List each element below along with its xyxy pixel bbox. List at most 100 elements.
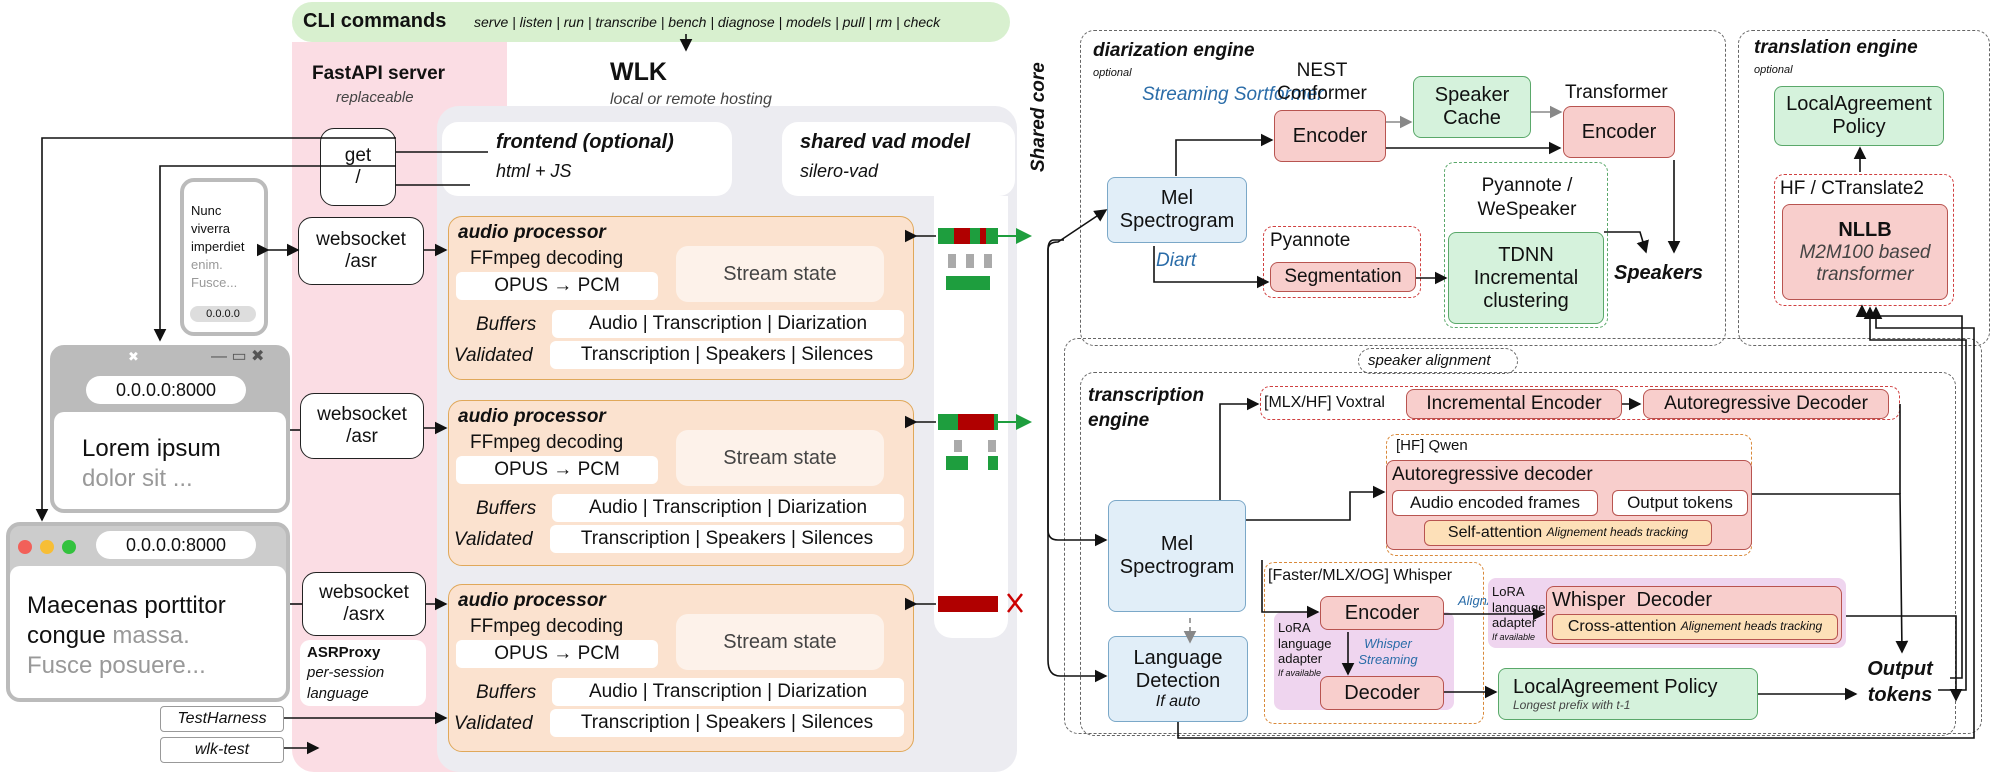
- cli-bar: [292, 2, 1010, 42]
- trans-mel-spectrogram: Mel Spectrogram: [1108, 500, 1246, 612]
- phone-line-4: enim.: [191, 257, 223, 272]
- phone-line-5: Fusce...: [191, 275, 238, 290]
- wlk-subtitle: local or remote hosting: [610, 91, 772, 108]
- vad-column: [934, 196, 1008, 638]
- window2-max-dot[interactable]: [62, 540, 76, 554]
- window2-line-2: congue massa.: [27, 622, 190, 649]
- audio-processor-2-title: audio processor: [458, 406, 606, 427]
- phone-address-bar[interactable]: 0.0.0.0: [190, 306, 256, 322]
- diarization-title: diarization engine: [1093, 40, 1255, 61]
- window2-line-1: Maecenas porttitor: [27, 592, 226, 619]
- server-subtitle: replaceable: [336, 89, 414, 106]
- audio-processor-2-buffers-label: Buffers: [476, 498, 537, 519]
- language-detection: Language Detection If auto: [1108, 636, 1248, 722]
- audio-processor-3-buffers-label: Buffers: [476, 682, 537, 703]
- if-auto-label: If auto: [1155, 692, 1201, 710]
- transformer-encoder: Encoder: [1563, 106, 1675, 158]
- audio-processor-1-ffmpeg: FFmpeg decoding: [470, 248, 624, 269]
- test-harness-label[interactable]: TestHarness: [160, 706, 284, 732]
- audio-processor-1-stream-state: Stream state: [676, 246, 884, 302]
- audio-processor-2-buffers-value: Audio | Transcription | Diarization: [552, 494, 904, 522]
- websocket-asr-endpoint-2[interactable]: websocket /asr: [300, 393, 424, 459]
- phone-line-3: imperdiet: [191, 239, 245, 254]
- phone-line-2: viverra: [191, 221, 231, 236]
- window2-content: [10, 566, 286, 698]
- window2-line-3: Fusce posuere...: [27, 652, 206, 679]
- server-title: FastAPI server: [312, 63, 446, 84]
- pyannote-wespeaker-label: Pyannote / WeSpeaker: [1477, 175, 1577, 220]
- asrproxy-line1: per-session: [307, 664, 385, 681]
- wlk-test-label[interactable]: wlk-test: [160, 737, 284, 763]
- transformer-label: Transformer: [1565, 82, 1668, 103]
- audio-processor-2-validated-label: Validated: [454, 529, 533, 550]
- window1-close-tab-icon[interactable]: ✖: [128, 349, 139, 364]
- window1-address-bar[interactable]: 0.0.0.0:8000: [86, 376, 246, 404]
- speakers-label: Speakers: [1614, 262, 1703, 284]
- trans-local-agreement-title: LocalAgreement Policy: [1513, 675, 1718, 698]
- incremental-encoder: Incremental Encoder: [1406, 389, 1622, 419]
- whisper-encoder: Encoder: [1320, 596, 1444, 630]
- audio-processor-3-opus: OPUS → PCM: [456, 640, 658, 668]
- lora-adapter-1-ifavail: If available: [1278, 668, 1322, 678]
- websocket-asr-endpoint-1[interactable]: websocket /asr: [298, 217, 424, 285]
- segmentation: Segmentation: [1270, 262, 1416, 292]
- pyannote-label: Pyannote: [1270, 230, 1351, 251]
- audio-processor-1-buffers-label: Buffers: [476, 314, 537, 335]
- audio-processor-3-ffmpeg: FFmpeg decoding: [470, 616, 624, 637]
- language-detection-title: Language Detection: [1133, 646, 1223, 692]
- qwen-label: [HF] Qwen: [1396, 437, 1468, 454]
- lora-adapter-2-ifavail: If available: [1492, 632, 1536, 642]
- translation-local-agreement: LocalAgreement Policy: [1774, 86, 1944, 146]
- transcription-title: transcription engine: [1088, 385, 1205, 431]
- whisper-streaming-label: Whisper Streaming: [1358, 636, 1418, 668]
- speaker-alignment-label: speaker alignment: [1368, 352, 1491, 369]
- window1-controls-icon[interactable]: — ▭ ✖: [211, 348, 265, 365]
- nllb-title: NLLB: [1838, 218, 1892, 241]
- audio-processor-3-title: audio processor: [458, 590, 606, 611]
- get-endpoint[interactable]: get /: [320, 128, 396, 206]
- websocket-asrx-endpoint[interactable]: websocket /asrx: [302, 572, 426, 636]
- nllb-subtitle: M2M100 based transformer: [1799, 241, 1931, 285]
- tdnn-clustering: TDNN Incremental clustering: [1448, 232, 1604, 324]
- audio-processor-3-stream-state: Stream state: [676, 614, 884, 670]
- window2-min-dot[interactable]: [40, 540, 54, 554]
- whisper-decoder-small: Decoder: [1320, 676, 1444, 710]
- self-attention-box: Self-attention Alignement heads tracking: [1424, 520, 1712, 546]
- audio-processor-1-validated-value: Transcription | Speakers | Silences: [550, 341, 904, 369]
- lora-adapter-1-label: LoRA language adapter: [1278, 620, 1332, 667]
- output-tokens-label: Output tokens: [1867, 658, 1933, 706]
- asrproxy-line2: language: [307, 685, 369, 702]
- translation-title: translation engine: [1754, 37, 1918, 58]
- window2-address-bar[interactable]: 0.0.0.0:8000: [96, 531, 256, 559]
- audio-processor-1-opus: OPUS → PCM: [456, 272, 658, 300]
- audio-processor-1-buffers-value: Audio | Transcription | Diarization: [552, 310, 904, 338]
- streaming-sortformer-label: Streaming Sortformer: [1142, 84, 1324, 105]
- lora-adapter-2-label: LoRA language adapter: [1492, 584, 1546, 631]
- shared-core-label: Shared core: [1028, 62, 1049, 172]
- audio-processor-2-ffmpeg: FFmpeg decoding: [470, 432, 624, 453]
- window1-line-2: dolor sit ...: [82, 465, 193, 492]
- audio-frames-box: Audio encoded frames: [1392, 490, 1598, 516]
- whisper-label: [Faster/MLX/OG] Whisper: [1268, 567, 1453, 584]
- cli-commands: serve | listen | run | transcribe | benc…: [474, 14, 941, 30]
- whisper-decoder-label: Whisper Decoder: [1552, 589, 1713, 611]
- phone-line-1: Nunc: [191, 203, 222, 218]
- vad-subtitle: silero-vad: [800, 161, 879, 181]
- audio-processor-2-stream-state: Stream state: [676, 430, 884, 486]
- qwen-decoder-label: Autoregressive decoder: [1392, 464, 1593, 485]
- asrproxy-title: ASRProxy: [307, 644, 381, 661]
- wlk-title: WLK: [610, 58, 667, 86]
- nest-conformer-label: NEST Conformer: [1277, 60, 1367, 104]
- diart-label: Diart: [1156, 250, 1197, 271]
- nllb-box: NLLB M2M100 based transformer: [1782, 204, 1948, 300]
- audio-processor-3-validated-value: Transcription | Speakers | Silences: [550, 709, 904, 737]
- audio-processor-1-validated-label: Validated: [454, 345, 533, 366]
- translation-optional: optional: [1754, 64, 1793, 76]
- diar-mel-spectrogram: Mel Spectrogram: [1107, 177, 1247, 243]
- audio-processor-1-title: audio processor: [458, 222, 606, 243]
- window2-close-dot[interactable]: [18, 540, 32, 554]
- frontend-card: [442, 122, 732, 196]
- vad-card: [782, 122, 1015, 196]
- audio-processor-2-validated-value: Transcription | Speakers | Silences: [550, 525, 904, 553]
- frontend-subtitle: html + JS: [496, 161, 572, 181]
